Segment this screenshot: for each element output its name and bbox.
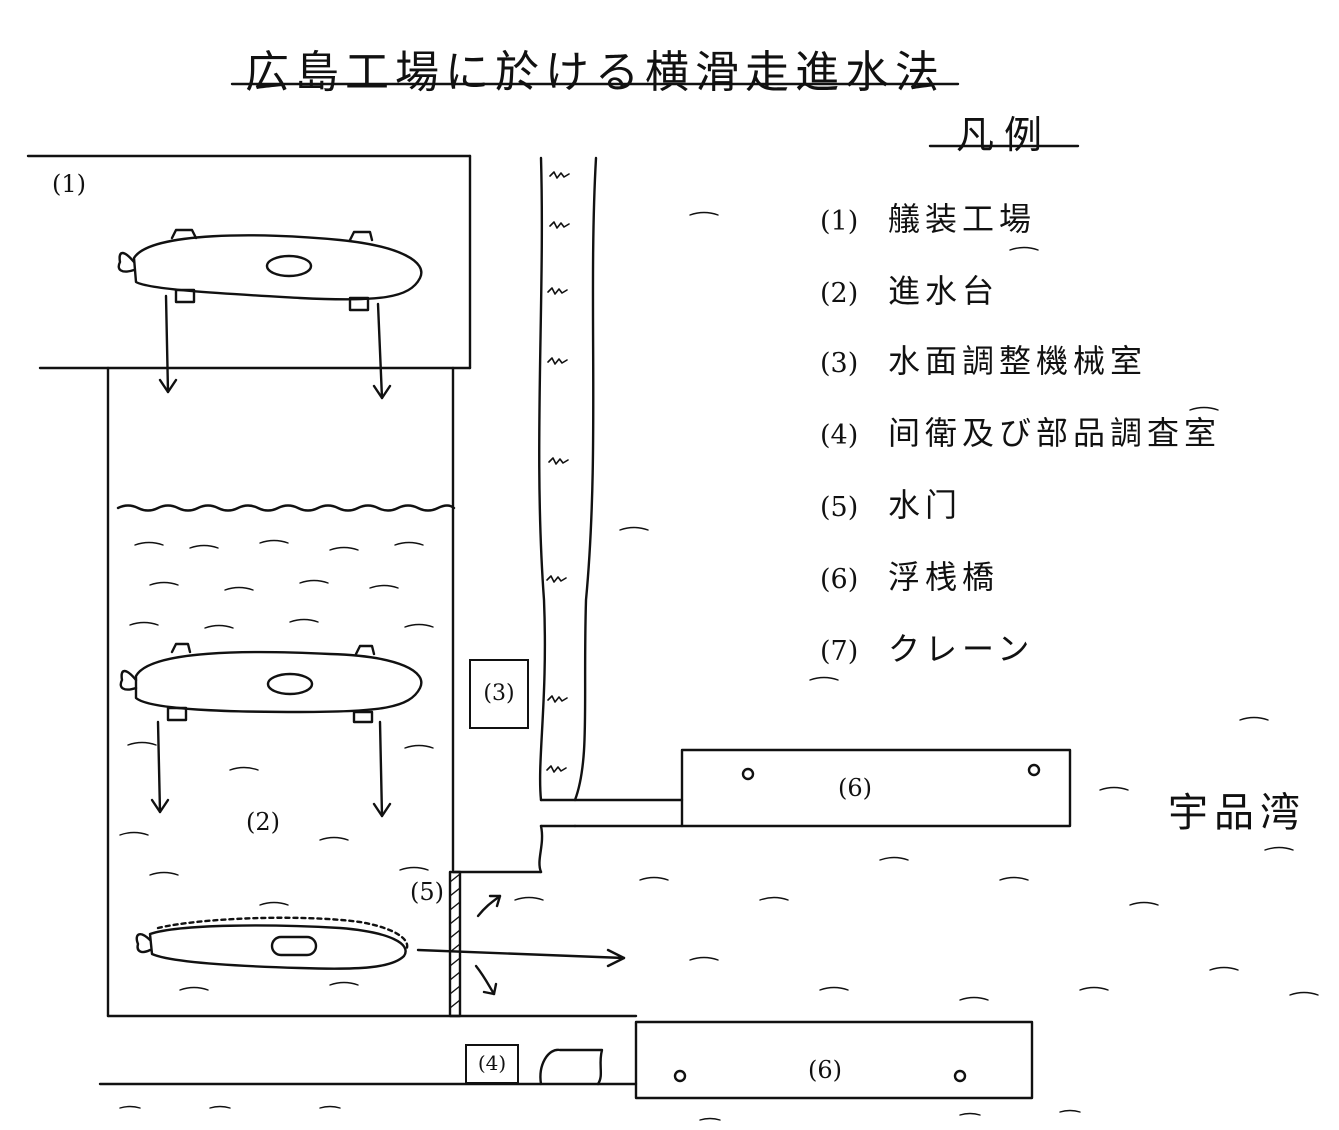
legend-num: (7): [820, 636, 859, 667]
hull-2-arrow-left-head: [150, 798, 170, 814]
gate-arrow-down-head: [482, 982, 498, 996]
launching-basin: [106, 366, 638, 1018]
inspection-room-box: (4): [465, 1044, 519, 1084]
legend-text: 水门: [888, 486, 963, 524]
hull-1-arrow-left-head: [158, 378, 178, 394]
hull-2-arrow-right-head: [372, 802, 392, 818]
floating-pier-upper: [680, 748, 1072, 828]
pier-wall: [451, 156, 684, 874]
gate-arrow-up: [476, 894, 502, 918]
hull-2-arrow-right: [378, 720, 384, 818]
legend-item-6: (6) 浮桟橋: [820, 552, 999, 598]
hull-1-arrow-right: [376, 302, 384, 400]
machinery-room-box: (3): [469, 659, 529, 729]
legend-num: (6): [820, 564, 859, 595]
legend-item-2: (2) 進水台: [820, 266, 999, 312]
label-fitting-out-shop: (1): [52, 170, 86, 198]
label-bay: 宇品湾: [1168, 790, 1306, 836]
fitting-out-shop: [26, 154, 472, 370]
legend-item-5: (5) 水门: [820, 480, 962, 526]
label-water-gate: (5): [410, 878, 444, 906]
diagram-title: 広島工場に於ける横滑走進水法: [245, 47, 945, 98]
water-ripples: [119, 211, 1319, 1121]
label-floating-pier-lower: (6): [808, 1056, 842, 1084]
legend-num: (4): [820, 420, 859, 451]
launch-direction-arrow: [416, 948, 626, 960]
gate-arrow-down: [474, 964, 496, 996]
legend-num: (5): [820, 492, 859, 523]
floating-pier-lower: [634, 1020, 1034, 1100]
hull-2-arrow-left: [156, 720, 162, 814]
label-launching-slip: (2): [246, 808, 280, 836]
hull-1: [117, 228, 423, 312]
gate-arrow-up-head: [488, 894, 502, 908]
hull-3: [135, 916, 409, 970]
legend-text: 艤装工場: [888, 200, 1037, 238]
water-gate: [448, 870, 462, 1018]
launch-direction-arrow-head: [606, 948, 626, 968]
hull-2: [119, 642, 423, 724]
legend-text: 進水台: [888, 272, 1000, 310]
legend-text: 间衛及び部品調査室: [888, 414, 1222, 452]
legend-item-3: (3) 水面調整機械室: [820, 336, 1147, 382]
legend-item-4: (4) 间衛及び部品調査室: [820, 408, 1221, 454]
label-floating-pier-upper: (6): [838, 774, 872, 802]
legend-num: (1): [820, 206, 859, 237]
legend-text: 浮桟橋: [888, 558, 1000, 596]
legend-item-7: (7) クレーン: [820, 624, 1034, 670]
legend-text: クレーン: [888, 630, 1035, 668]
hull-1-arrow-right-head: [372, 384, 392, 400]
legend-item-1: (1) 艤装工場: [820, 194, 1036, 240]
small-quay: [539, 1048, 604, 1086]
legend-num: (3): [820, 348, 859, 379]
legend-heading: 凡例: [955, 113, 1052, 157]
legend-text: 水面調整機械室: [888, 342, 1148, 380]
hull-1-arrow-left: [164, 294, 170, 394]
legend-num: (2): [820, 278, 859, 309]
water-surface: [116, 504, 456, 512]
